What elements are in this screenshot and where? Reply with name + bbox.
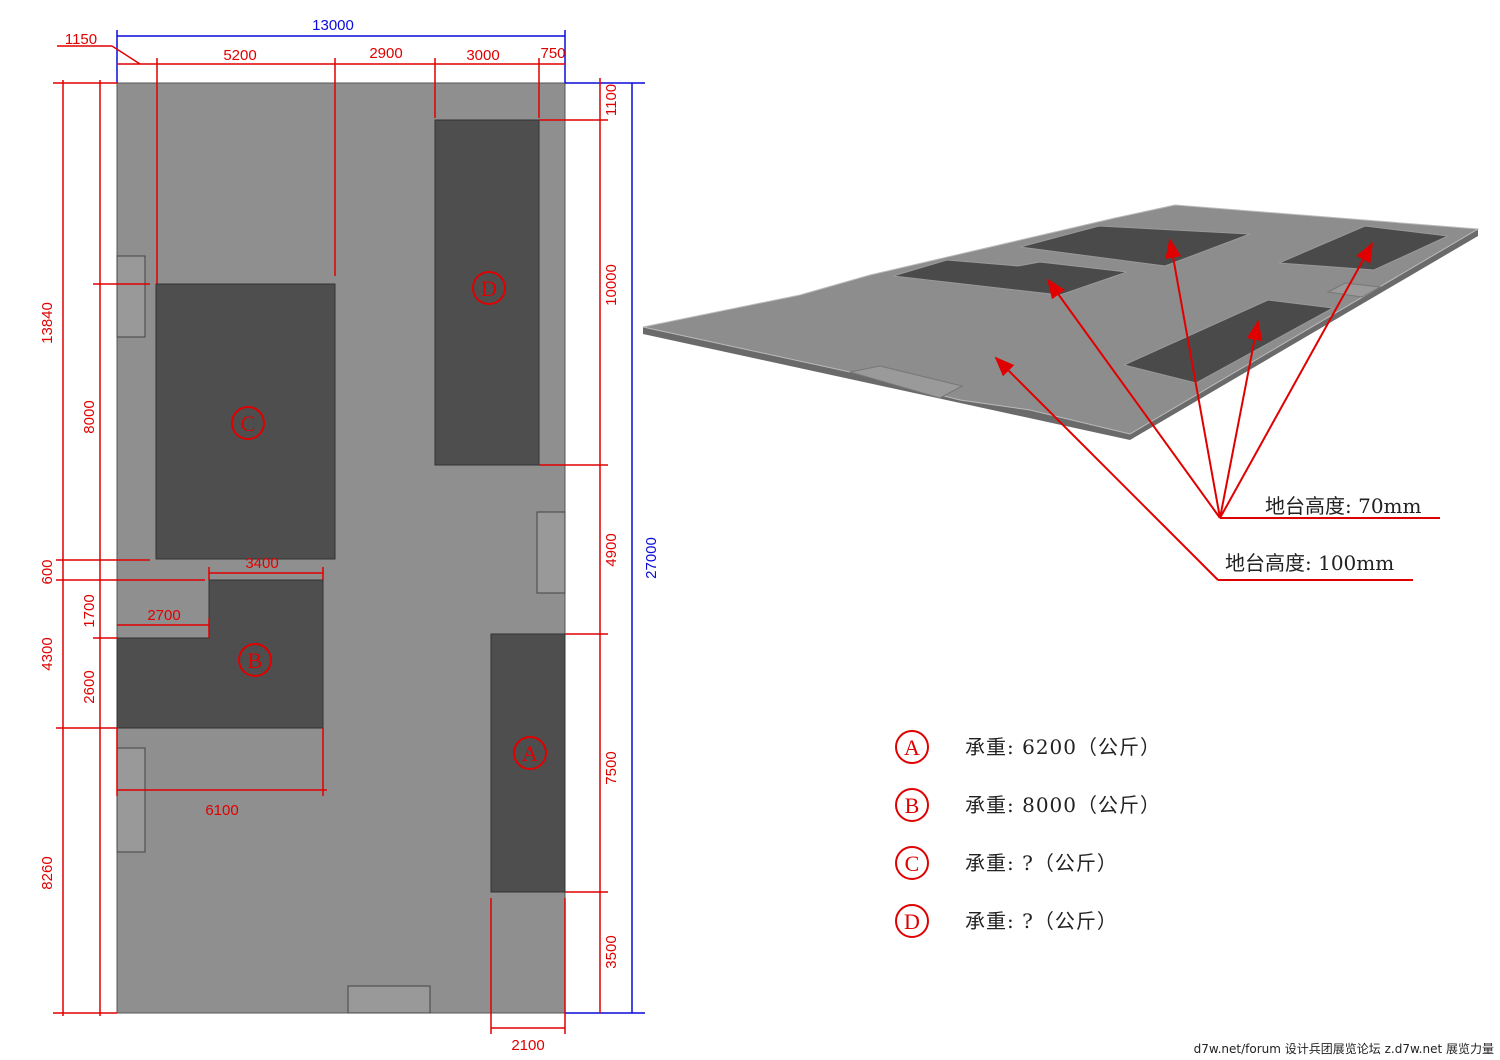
svg-text:C: C [905,851,920,876]
platform-d [434,119,540,466]
platform-label-b: B [238,643,272,677]
dim-left-2600: 2600 [81,670,98,703]
platform-a [490,633,566,893]
dim-right-7500: 7500 [603,751,620,784]
dim-left-8260: 8260 [39,856,56,889]
svg-text:A: A [904,735,920,760]
legend-item-b: B 承重: 8000（公斤） [895,788,1161,822]
dim-right-4900: 4900 [603,533,620,566]
svg-text:B: B [905,793,920,818]
dim-top-3000: 3000 [466,47,499,64]
dim-left-600: 600 [39,559,56,584]
perspective-notch-right [1326,282,1382,298]
svg-text:承重: ?（公斤）: 承重: ?（公斤） [965,851,1118,875]
watermark: d7w.net/forum 设计兵团展览论坛 z.d7w.net 展览力量 [1194,1041,1494,1056]
right-dimensions [539,78,645,1014]
plan-notch-left-upper [116,255,146,338]
dim-inner-2700: 2700 [147,607,180,624]
dim-right-3500: 3500 [603,935,620,968]
legend-item-c: C 承重: ?（公斤） [895,846,1118,880]
left-dimensions [53,80,205,1016]
load-legend: A 承重: 6200（公斤） B 承重: 8000（公斤） C 承重: ?（公斤… [895,730,1161,938]
legend-item-a: A 承重: 6200（公斤） [895,730,1161,764]
top-dimensions [57,30,566,284]
svg-text:D: D [904,909,920,934]
legend-item-d: D 承重: ?（公斤） [895,904,1118,938]
dim-inner-3400: 3400 [245,555,278,572]
dim-top-2900: 2900 [369,45,402,62]
svg-text:承重: 6200（公斤）: 承重: 6200（公斤） [965,735,1161,759]
inner-dimensions [116,567,566,1034]
height-100-label: 地台高度: 100mm [1225,551,1394,575]
svg-text:A: A [522,741,538,766]
plan-notch-bottom [347,985,431,1014]
perspective-view: 地台高度: 70mm 地台高度: 100mm [642,204,1480,581]
plan-notch-left-lower [116,747,146,853]
plan-view: D C B A 13000 1150 5200 [39,17,660,1054]
dim-top-750: 750 [540,45,565,62]
svg-text:B: B [248,648,263,673]
svg-text:C: C [241,411,256,436]
svg-text:承重: ?（公斤）: 承重: ?（公斤） [965,909,1118,933]
perspective-platform-4 [1122,299,1335,384]
dim-left-1700: 1700 [81,594,98,627]
platform-label-c: C [231,406,265,440]
svg-text:D: D [481,276,497,301]
dim-inner-6100: 6100 [205,802,238,819]
dim-top-5200: 5200 [223,47,256,64]
perspective-pointers [994,238,1440,581]
dim-left-4300: 4300 [39,637,56,670]
dim-left-13840: 13840 [39,302,56,344]
dim-top-1150: 1150 [65,31,97,48]
dim-right-1100: 1100 [603,84,620,116]
perspective-notch-front [849,365,964,399]
dim-bottom-2100: 2100 [511,1037,544,1054]
platform-label-a: A [513,736,547,770]
perspective-platform-2 [1019,225,1251,267]
dim-total-depth: 27000 [643,537,660,579]
platform-label-d: D [472,271,506,305]
dim-total-width: 13000 [312,17,354,34]
height-70-label: 地台高度: 70mm [1265,494,1422,518]
svg-text:承重: 8000（公斤）: 承重: 8000（公斤） [965,793,1161,817]
plan-notch-right [536,511,566,594]
dim-left-8000: 8000 [81,400,98,433]
dim-right-10000: 10000 [603,264,620,306]
platform-c [155,283,336,560]
